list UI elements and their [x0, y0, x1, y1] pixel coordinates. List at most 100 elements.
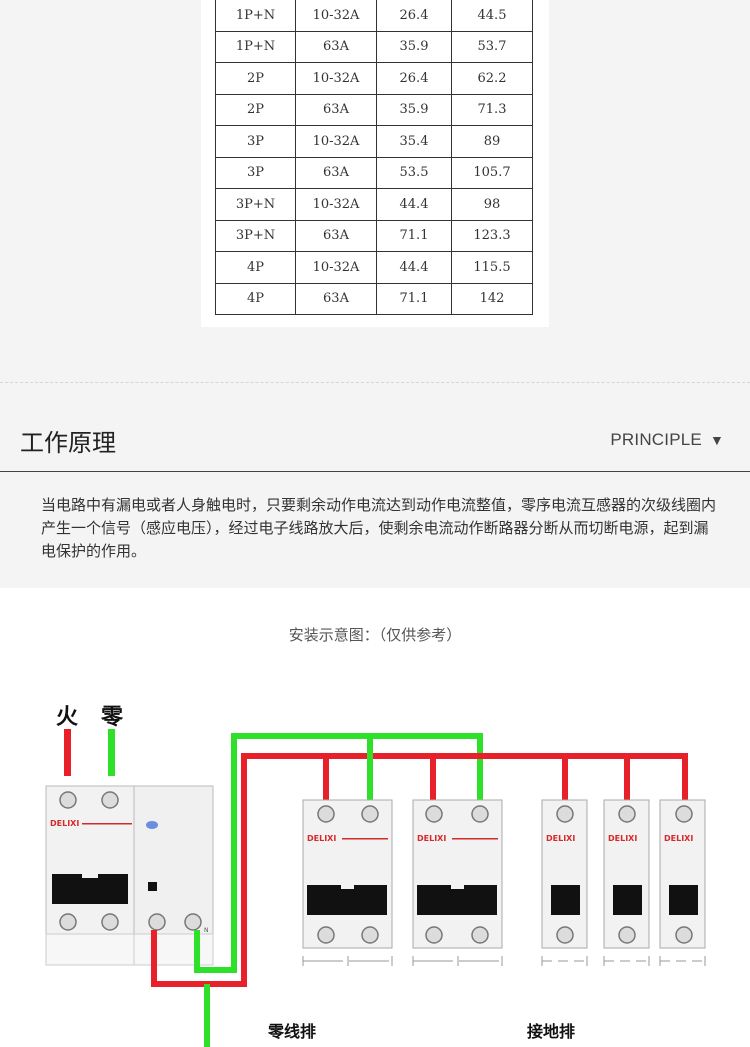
table-cell: 44.4 — [376, 251, 452, 284]
neutral-busbar-wire — [194, 733, 483, 973]
ground-bar-label: 接地排 — [527, 1022, 575, 1041]
diagram-caption: 安装示意图：（仅供参考） — [288, 626, 462, 644]
section-subtitle: PRINCIPLE▼ — [610, 430, 724, 450]
terminal-n-label: N — [204, 927, 209, 934]
terminal-screw — [59, 791, 77, 809]
live-label: 火 — [56, 705, 78, 730]
table-cell: 142 — [451, 282, 533, 315]
breaker-body — [302, 799, 393, 949]
breaker-body — [412, 799, 503, 949]
table-cell: 89 — [451, 125, 533, 158]
branch-breaker-2p: DELIXI — [412, 799, 503, 949]
terminal-screw — [618, 805, 636, 823]
neutral-input-wire — [108, 729, 115, 776]
table-cell: 115.5 — [451, 251, 533, 284]
brand-line — [82, 823, 132, 825]
table-cell: 4P — [215, 282, 296, 315]
rcd-module-body — [133, 785, 214, 935]
table-cell: 53.5 — [376, 156, 452, 189]
table-cell: 3P+N — [215, 219, 296, 252]
breaker-body — [603, 799, 650, 949]
table-cell: 3P — [215, 125, 296, 158]
table-cell: 2P — [215, 62, 296, 95]
table-cell: 1P+N — [215, 0, 296, 32]
table-cell: 26.4 — [376, 0, 452, 32]
terminal-screw — [361, 805, 379, 823]
breaker-handle — [669, 885, 698, 915]
main-breaker-base — [45, 933, 135, 966]
neutral-label: 零 — [100, 705, 124, 730]
section-title: 工作原理 — [20, 429, 116, 457]
terminal-screw — [148, 913, 166, 931]
dimension-marks — [302, 956, 706, 966]
section-divider — [0, 382, 750, 383]
terminal-screw — [317, 805, 335, 823]
table-cell: 2P — [215, 93, 296, 126]
branch-breaker-1p: DELIXI — [659, 799, 706, 949]
section-rule — [0, 471, 750, 472]
brand-logo: DELIXI — [50, 819, 79, 828]
rcd-indicator — [148, 882, 157, 891]
table-cell: 71.1 — [376, 219, 452, 252]
brand-line — [342, 838, 388, 840]
principle-description: 当电路中有漏电或者人身触电时，只要剩余动作电流达到动作电流整值，零序电流互感器的… — [41, 496, 717, 560]
terminal-screw — [101, 913, 119, 931]
table-cell: 10-32A — [295, 251, 377, 284]
terminal-screw — [361, 926, 379, 944]
breaker-handle — [613, 885, 642, 915]
table-cell: 63A — [295, 282, 377, 315]
terminal-screw — [425, 926, 443, 944]
breaker-handle — [551, 885, 580, 915]
brand-logo: DELIXI — [307, 834, 336, 843]
brand-logo: DELIXI — [608, 834, 637, 843]
table-cell: 10-32A — [295, 62, 377, 95]
terminal-screw — [471, 805, 489, 823]
terminal-screw — [471, 926, 489, 944]
table-cell: 44.4 — [376, 188, 452, 221]
terminal-screw — [675, 926, 693, 944]
table-cell: 10-32A — [295, 0, 377, 32]
breaker-body — [659, 799, 706, 949]
branch-breaker-1p: DELIXI — [541, 799, 588, 949]
brand-logo: DELIXI — [664, 834, 693, 843]
brand-logo: DELIXI — [417, 834, 446, 843]
table-cell: 71.3 — [451, 93, 533, 126]
breaker-body — [541, 799, 588, 949]
table-cell: 63A — [295, 156, 377, 189]
main-rcd-breaker: DELIXI N — [45, 785, 214, 966]
terminal-screw — [556, 805, 574, 823]
breaker-handle — [417, 885, 497, 915]
terminal-screw — [425, 805, 443, 823]
table-cell: 98 — [451, 188, 533, 221]
test-button-indicator — [146, 821, 158, 829]
main-breaker-handle — [52, 874, 128, 904]
terminal-screw — [556, 926, 574, 944]
table-cell: 1P+N — [215, 30, 296, 63]
table-cell: 62.2 — [451, 62, 533, 95]
table-cell: 26.4 — [376, 62, 452, 95]
terminal-screw — [184, 913, 202, 931]
live-busbar-wire — [151, 753, 688, 987]
brand-logo: DELIXI — [546, 834, 575, 843]
terminal-screw — [317, 926, 335, 944]
terminal-screw — [618, 926, 636, 944]
terminal-screw — [59, 913, 77, 931]
triangle-down-icon: ▼ — [709, 432, 724, 448]
branch-breaker-2p: DELIXI — [302, 799, 393, 949]
table-cell: 35.9 — [376, 30, 452, 63]
terminal-screw — [675, 805, 693, 823]
main-breaker-body — [45, 785, 135, 935]
table-cell: 10-32A — [295, 125, 377, 158]
rcd-module-base — [133, 933, 214, 966]
breaker-handle — [307, 885, 387, 915]
